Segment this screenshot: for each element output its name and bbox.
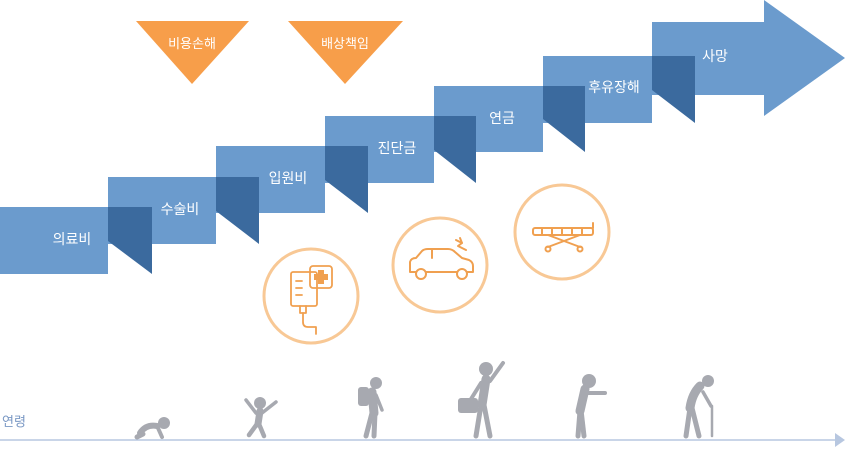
step-label-sahmang: 사망 — [702, 49, 728, 65]
iv-drip-icon — [262, 247, 360, 345]
liability-label-biyongsonhae: 비용손해 — [168, 37, 216, 52]
student-backpack-icon — [358, 377, 384, 439]
age-axis-label: 연령 — [2, 415, 26, 430]
liability-label-baesangchaegim: 배상책임 — [321, 37, 369, 52]
step-label-jindangeum: 진단금 — [377, 141, 417, 157]
senior-bent-icon — [575, 374, 607, 439]
step-label-huyujanghae: 후유장해 — [588, 80, 640, 96]
triangle-biyongsonhae — [136, 21, 249, 84]
elderly-cane-icon — [683, 375, 714, 439]
step-uiryobi — [0, 207, 152, 274]
step-sahmang — [652, 0, 845, 116]
baby-crawling-icon — [134, 417, 170, 440]
stretcher-icon — [513, 183, 611, 281]
adult-briefcase-icon — [458, 361, 505, 439]
step-label-yeongeum: 연금 — [489, 111, 515, 127]
triangle-baesangchaegim — [288, 21, 403, 84]
step-label-uiryobi: 의료비 — [52, 232, 92, 248]
age-axis-arrow-icon — [835, 433, 845, 447]
step-label-ipwonbi: 입원비 — [268, 171, 308, 187]
car-accident-icon — [391, 216, 489, 314]
child-jumping-icon — [244, 397, 278, 439]
step-label-susulbi: 수술비 — [160, 202, 200, 218]
